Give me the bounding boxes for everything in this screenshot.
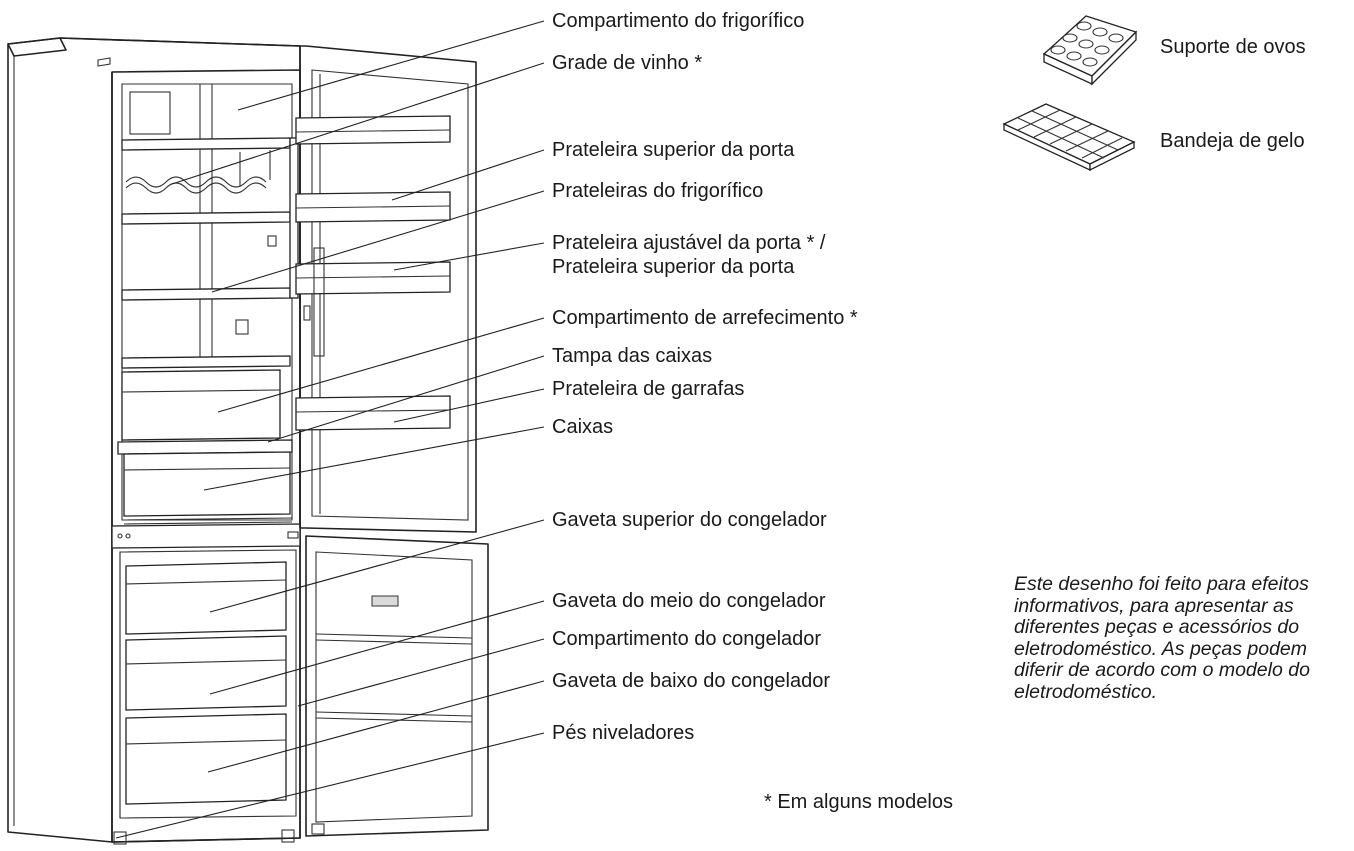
disclaimer-note: Este desenho foi feito para efeitos info…: [1014, 573, 1310, 703]
egg-holder-icon: [1042, 15, 1138, 86]
label-ice-tray: Bandeja de gelo: [1160, 130, 1305, 152]
label-freezer-top-drawer: Gaveta superior do congelador: [552, 509, 827, 531]
label-wine-rack: Grade de vinho *: [552, 52, 703, 74]
label-freezer-bottom-drawer: Gaveta de baixo do congelador: [552, 670, 830, 692]
label-egg-holder: Suporte de ovos: [1160, 36, 1306, 58]
label-leveling-feet: Pés niveladores: [552, 722, 695, 744]
label-fridge-shelves: Prateleiras do frigorífico: [552, 180, 764, 202]
label-freezer-middle-drawer: Gaveta do meio do congelador: [552, 590, 826, 612]
label-crisper-cover: Tampa das caixas: [552, 345, 713, 367]
label-freezer-compartment: Compartimento do congelador: [552, 628, 822, 650]
fridge-cabinet: [7, 37, 301, 845]
control-panel-icon: [371, 595, 399, 607]
footnote: * Em alguns modelos: [764, 791, 953, 813]
label-adjustable-door-shelf-2: Prateleira superior da porta: [552, 256, 795, 278]
label-upper-door-shelf: Prateleira superior da porta: [552, 139, 795, 161]
label-bottle-shelf: Prateleira de garrafas: [552, 378, 745, 400]
freezer-door: [305, 535, 489, 837]
label-adjustable-door-shelf: Prateleira ajustável da porta * /: [552, 232, 826, 254]
ice-tray-icon: [1002, 103, 1136, 172]
label-chiller-compartment: Compartimento de arrefecimento *: [552, 307, 858, 329]
label-fridge-compartment: Compartimento do frigorífico: [552, 10, 805, 32]
leader-lines: [115, 20, 545, 839]
fridge-door: [289, 45, 477, 533]
label-crisper-boxes: Caixas: [552, 416, 614, 438]
